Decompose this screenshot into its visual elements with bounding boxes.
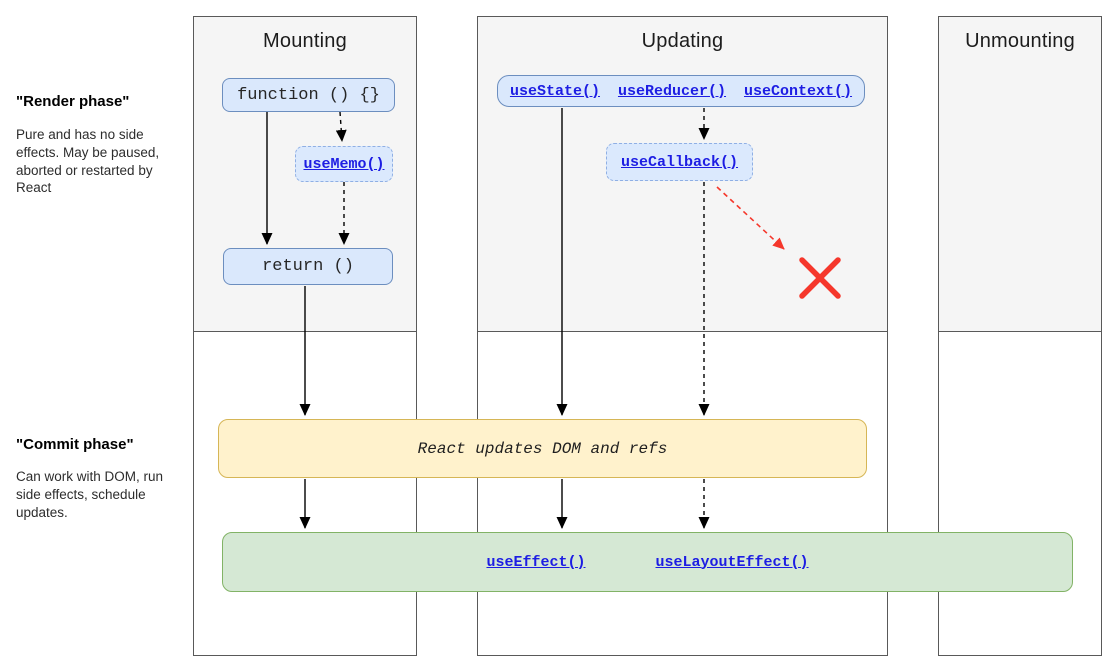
return-node: return () [223, 248, 393, 285]
usecallback-node: useCallback() [606, 143, 753, 181]
column-title-mounting: Mounting [263, 30, 347, 52]
render-phase-description: Pure and has no side effects. May be pau… [16, 127, 160, 196]
render-phase-title: "Render phase" [16, 93, 130, 110]
state-hooks-node: useState() useReducer() useContext() [497, 75, 865, 107]
commit-phase-description: Can work with DOM, run side effects, sch… [16, 469, 164, 520]
usestate-link[interactable]: useState() [509, 82, 600, 100]
uselayouteffect-link[interactable]: useLayoutEffect() [655, 553, 809, 571]
usememo-link[interactable]: useMemo() [303, 155, 385, 173]
usereducer-link[interactable]: useReducer() [617, 82, 726, 100]
function-node-label: function () {} [237, 85, 380, 105]
column-unmounting-render-area: Unmounting [938, 16, 1102, 332]
column-title-unmounting: Unmounting [965, 30, 1075, 52]
return-node-label: return () [262, 257, 354, 276]
usememo-node: useMemo() [295, 146, 393, 182]
column-title-updating: Updating [641, 30, 724, 52]
function-node: function () {} [222, 78, 395, 112]
useeffect-link[interactable]: useEffect() [486, 553, 586, 571]
usecallback-link[interactable]: useCallback() [620, 153, 739, 171]
react-updates-dom-node: React updates DOM and refs [218, 419, 867, 478]
column-unmounting: Unmounting [938, 16, 1102, 656]
column-mounting-commit-area [193, 331, 417, 656]
usecontext-link[interactable]: useContext() [744, 82, 853, 100]
column-updating-commit-area [477, 331, 888, 656]
react-updates-dom-label: React updates DOM and refs [417, 439, 668, 458]
column-unmounting-commit-area [938, 331, 1102, 656]
effects-node: useEffect() useLayoutEffect() [222, 532, 1073, 592]
commit-phase-title: "Commit phase" [16, 436, 134, 453]
